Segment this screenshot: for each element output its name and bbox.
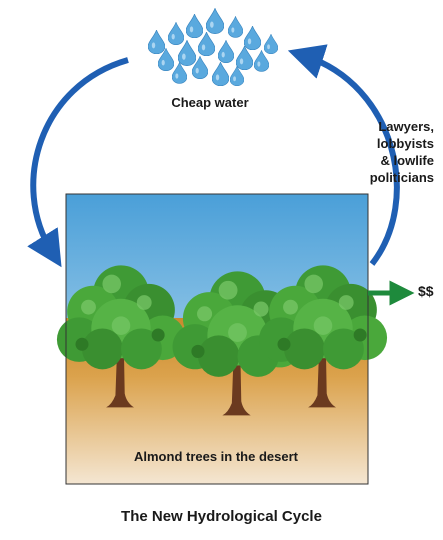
cheap-water-to-trees-arrow [27, 57, 129, 268]
lobby-line: lobbyists [376, 136, 434, 151]
trees-to-water-arrow [287, 44, 400, 266]
cheap-water-label: Cheap water [171, 95, 249, 110]
water-drop-icon [148, 8, 278, 86]
almond-orchard-panel [57, 193, 387, 485]
lobby-line: Lawyers, [378, 119, 434, 134]
lobby-line: politicians [369, 170, 434, 185]
money-label: $$ [418, 283, 434, 299]
lobby-line: & lowlife [380, 153, 434, 168]
lobbyists-label: Lawyers, lobbyists & lowlife politicians [322, 118, 434, 186]
diagram-title: The New Hydrological Cycle [121, 508, 322, 525]
almond-trees-label: Almond trees in the desert [134, 449, 298, 464]
